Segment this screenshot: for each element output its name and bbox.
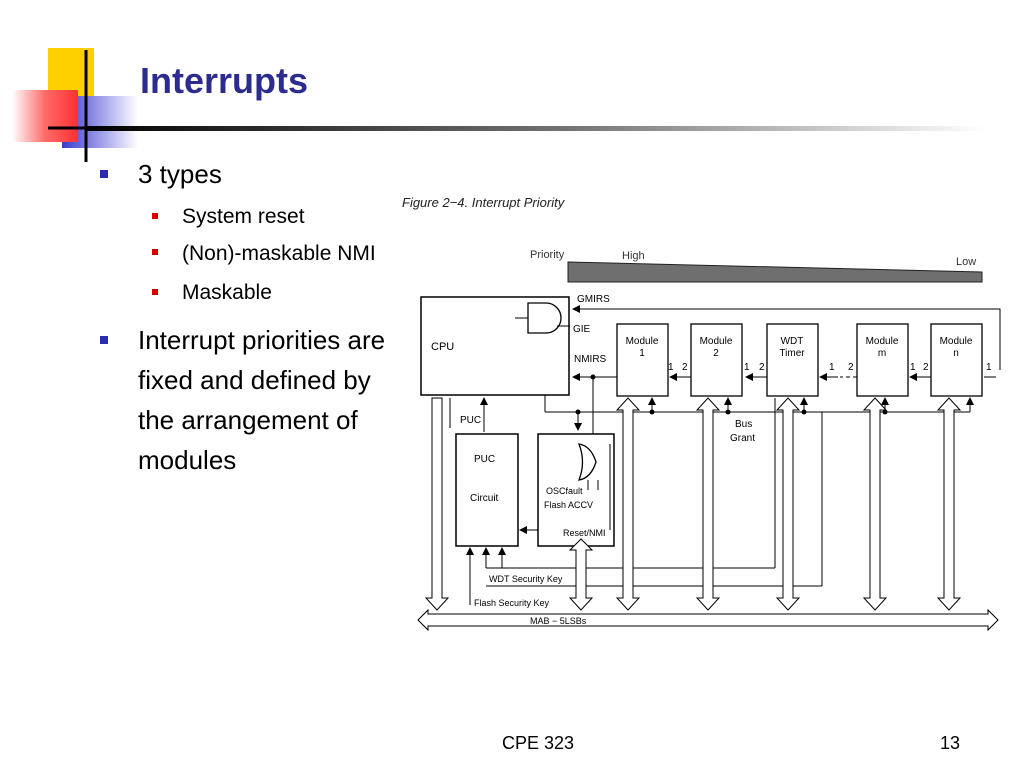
- wdt-title: WDT: [781, 336, 804, 347]
- priority-wedge: [567, 261, 983, 283]
- sub-bullet-text: (Non)-maskable NMI: [182, 242, 376, 265]
- oscfault-label: OSCfault: [546, 486, 583, 496]
- sub-bullet-marker: [152, 249, 158, 255]
- module-n-title: Module: [940, 336, 973, 347]
- port-1: 1: [668, 362, 674, 373]
- page-number: 13: [940, 733, 961, 753]
- module-m: Module m: [856, 323, 909, 397]
- mab-bus: [417, 608, 999, 632]
- port-2: 2: [848, 362, 854, 373]
- bullet-types: 3 types: [100, 154, 400, 194]
- bus-grant-label-1: Bus: [735, 419, 752, 430]
- flash-accv-label: Flash ACCV: [544, 500, 593, 510]
- footer-course: CPE 323: [502, 733, 575, 753]
- puc-circuit-block: [455, 433, 519, 547]
- slide-title: Interrupts: [140, 60, 309, 101]
- module-2-title: Module: [700, 336, 733, 347]
- and-gate: [527, 302, 562, 334]
- port-2: 2: [682, 362, 688, 373]
- module-1-index: 1: [639, 348, 645, 359]
- port-1: 1: [744, 362, 750, 373]
- figure-caption: Figure 2−4. Interrupt Priority: [402, 195, 566, 210]
- bullet-text: Interrupt priorities are fixed and defin…: [138, 325, 386, 475]
- red-square: [12, 90, 78, 142]
- title-decoration: [12, 48, 986, 162]
- sub-bullet-text: Maskable: [182, 281, 272, 304]
- nmi-block: [537, 433, 615, 547]
- mab-label: MAB − 5LSBs: [530, 616, 587, 626]
- module-m-title: Module: [866, 336, 899, 347]
- bullet-priorities: Interrupt priorities are fixed and defin…: [100, 320, 400, 480]
- flash-security-key-label: Flash Security Key: [474, 598, 550, 608]
- wdt-security-key-label: WDT Security Key: [489, 574, 563, 584]
- bullet-marker: [100, 170, 108, 178]
- module-m-index: m: [878, 348, 886, 359]
- wdt-subtitle: Timer: [779, 348, 805, 359]
- title-rule: [86, 126, 986, 131]
- priority-high-label: High: [622, 250, 645, 262]
- port-1: 1: [829, 362, 835, 373]
- port-1: 1: [910, 362, 916, 373]
- module-2: Module 2: [690, 323, 743, 397]
- bus-grant-label-2: Grant: [730, 433, 755, 444]
- module-1: Module 1: [616, 323, 669, 397]
- puc-circuit-sub: Circuit: [470, 493, 499, 504]
- priority-label: Priority: [530, 249, 565, 261]
- port-1: 1: [986, 362, 992, 373]
- cpu-label: CPU: [431, 341, 454, 353]
- priority-low-label: Low: [956, 256, 976, 268]
- chain-port-labels: 1 2 1 2 1 2 1 2 1: [668, 362, 992, 373]
- gie-label: GIE: [573, 324, 591, 335]
- gmirs-label: GMIRS: [577, 294, 610, 305]
- module-n: Module n: [930, 323, 983, 397]
- module-n-index: n: [953, 348, 959, 359]
- port-2: 2: [759, 362, 765, 373]
- reset-nmi-label: Reset/NMI: [563, 528, 606, 538]
- sub-bullet-nmi: (Non)-maskable NMI: [152, 236, 400, 274]
- sub-bullet-maskable: Maskable: [152, 274, 400, 312]
- module-2-index: 2: [713, 348, 719, 359]
- module-1-title: Module: [626, 336, 659, 347]
- puc-signal-label: PUC: [460, 415, 481, 426]
- bullet-text: 3 types: [138, 159, 222, 189]
- sub-bullet-marker: [152, 213, 158, 219]
- sub-bullet-system-reset: System reset: [152, 198, 400, 236]
- nmirs-label: NMIRS: [574, 354, 607, 365]
- sub-bullet-text: System reset: [182, 205, 305, 228]
- or-gate: [577, 443, 597, 481]
- bullet-list: 3 types System reset (Non)-maskable NMI …: [100, 150, 400, 484]
- bullet-marker: [100, 336, 108, 344]
- puc-circuit-title: PUC: [474, 454, 495, 465]
- module-wdt-timer: WDT Timer: [766, 323, 819, 397]
- sub-bullet-marker: [152, 289, 158, 295]
- port-2: 2: [923, 362, 929, 373]
